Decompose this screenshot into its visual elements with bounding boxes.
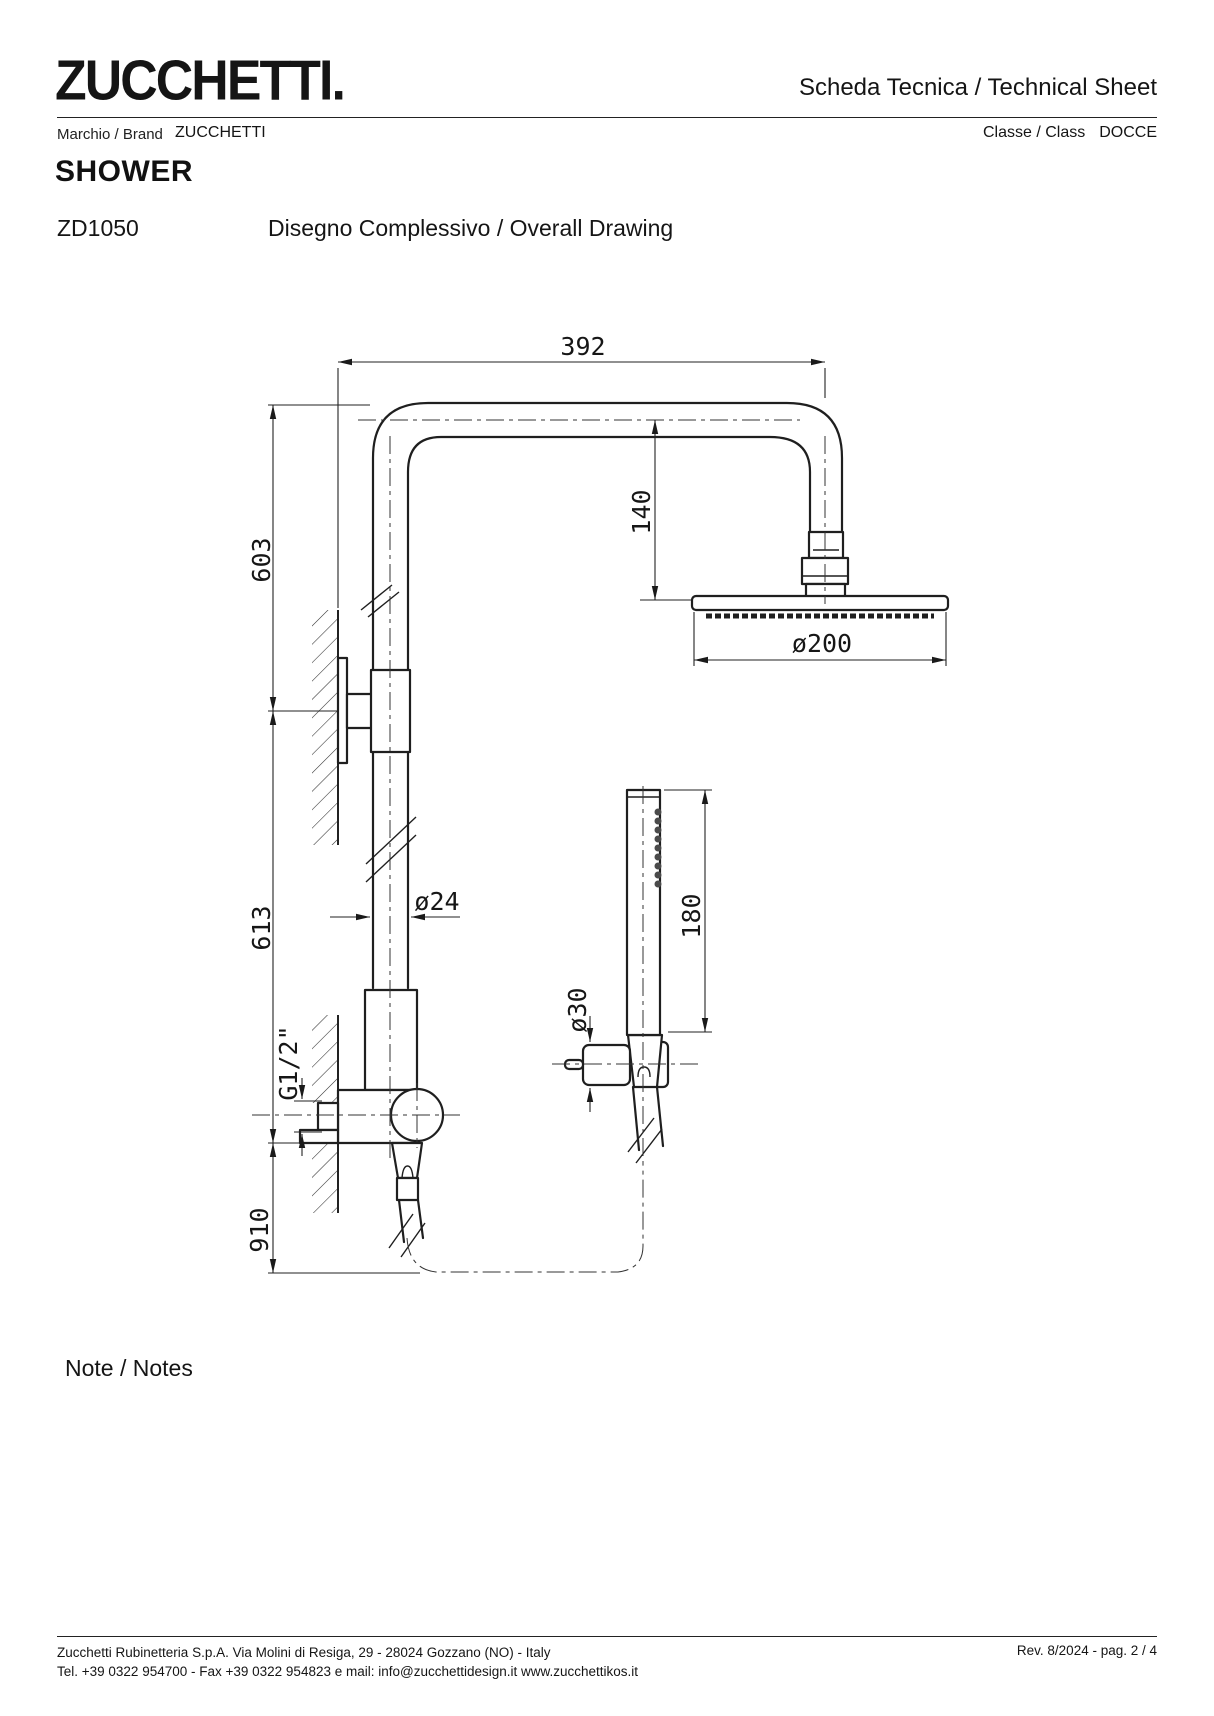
overall-drawing: 392 603 613 910 140 ø200 ø24 180 ø30 G1/… bbox=[245, 332, 950, 1274]
shower-head bbox=[690, 594, 950, 619]
sheet-title: Scheda Tecnica / Technical Sheet bbox=[798, 74, 1157, 101]
notes-label: Note / Notes bbox=[65, 1355, 193, 1381]
class-line: Classe / Class DOCCE bbox=[983, 124, 1157, 142]
shower-column-and-arm bbox=[360, 401, 844, 990]
wall-bracket bbox=[336, 656, 412, 765]
dim-holder-diameter: ø30 bbox=[563, 987, 592, 1032]
wall-sections bbox=[312, 610, 339, 1213]
footer-address: Zucchetti Rubinetteria S.p.A. Via Molini… bbox=[57, 1645, 551, 1660]
dim-lower-height: 910 bbox=[245, 1207, 274, 1252]
dim-inlet-thread: G1/2" bbox=[274, 1025, 303, 1100]
drawing-title: Disegno Complessivo / Overall Drawing bbox=[268, 215, 674, 241]
hand-shower bbox=[563, 788, 670, 1164]
product-code: ZD1050 bbox=[57, 215, 139, 241]
dim-top-arm-width: 392 bbox=[560, 332, 605, 361]
centerlines bbox=[252, 419, 826, 1273]
dim-upper-height: 603 bbox=[247, 537, 276, 582]
brand-value: ZUCCHETTI bbox=[175, 124, 266, 141]
handshower-holder bbox=[581, 1043, 632, 1087]
footer-company-info: Zucchetti Rubinetteria S.p.A. Via Molini… bbox=[57, 1643, 638, 1681]
footer-rule bbox=[57, 1636, 1157, 1637]
dim-handshower-length: 180 bbox=[677, 893, 706, 938]
dim-head-drop: 140 bbox=[627, 489, 656, 534]
dim-head-diameter: ø200 bbox=[792, 629, 852, 658]
class-value: DOCCE bbox=[1099, 124, 1157, 141]
footer-revision: Rev. 8/2024 - pag. 2 / 4 bbox=[1016, 1643, 1157, 1658]
hose-centerline bbox=[406, 1162, 644, 1273]
brand-label: Marchio / Brand bbox=[57, 126, 163, 143]
header-rule bbox=[57, 117, 1157, 118]
zucchetti-logo: ZUCCHETTI. bbox=[55, 49, 346, 113]
dimension-annotations: 392 603 613 910 140 ø200 ø24 180 ø30 G1/… bbox=[245, 332, 947, 1274]
dim-pipe-diameter: ø24 bbox=[414, 887, 459, 916]
dim-mid-height: 613 bbox=[247, 905, 276, 950]
product-category: SHOWER bbox=[55, 155, 193, 188]
footer-contacts: Tel. +39 0322 954700 - Fax +39 0322 9548… bbox=[57, 1664, 639, 1679]
class-label: Classe / Class bbox=[982, 124, 1086, 141]
handshower-nozzles bbox=[654, 808, 662, 888]
